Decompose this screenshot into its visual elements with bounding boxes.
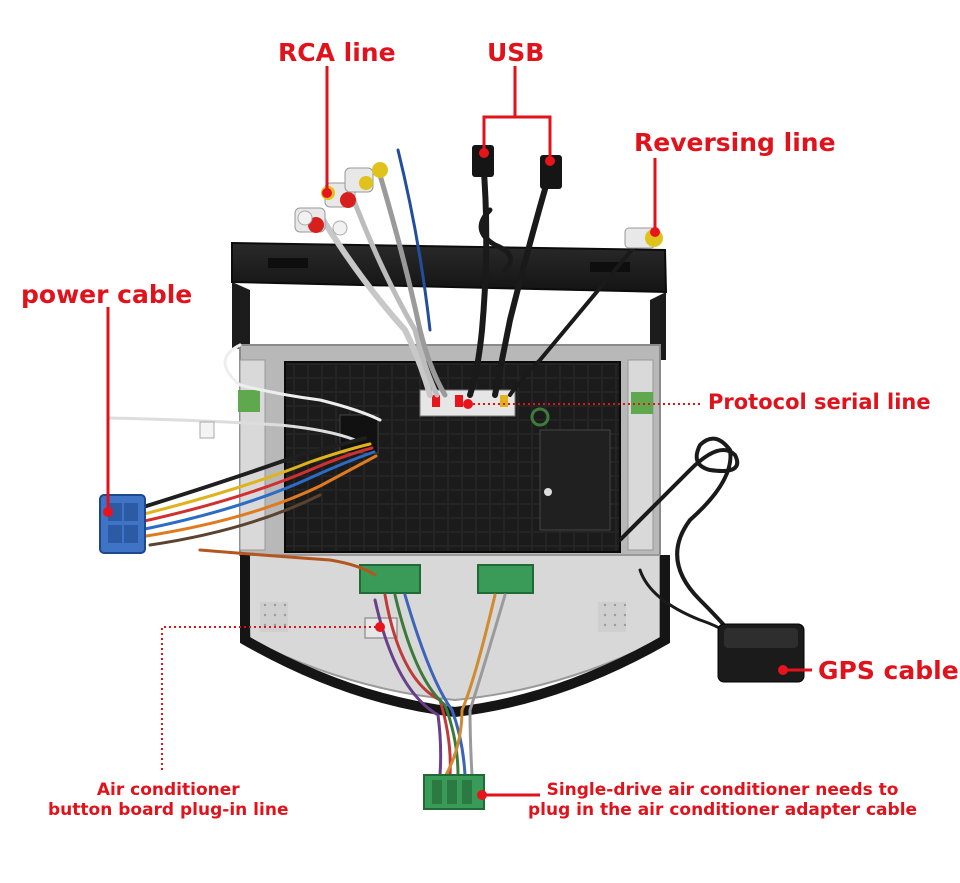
rca-line-label: RCA line [278, 38, 396, 67]
usb-label: USB [487, 38, 545, 67]
power-cable-label: power cable [21, 280, 193, 309]
callout-lines [103, 66, 812, 800]
gps-cable-label: GPS cable [818, 656, 959, 685]
air-conditioner-label-line1: Air conditioner [96, 780, 240, 800]
gps-antenna [717, 623, 805, 683]
cables [108, 148, 742, 777]
single-drive-label-line2: plug in the air conditioner adapter cabl… [528, 800, 918, 820]
reversing-line-label: Reversing line [634, 128, 836, 157]
single-drive-label: Single-drive air conditioner needs to pl… [528, 780, 917, 820]
rca-plugs [294, 162, 388, 236]
air-conditioner-label: Air conditioner button board plug-in lin… [48, 780, 288, 820]
adapter-connector [423, 774, 485, 810]
head-unit [231, 241, 670, 718]
protocol-serial-line-label: Protocol serial line [708, 390, 931, 414]
air-conditioner-label-line2: button board plug-in line [48, 800, 289, 820]
single-drive-label-line1: Single-drive air conditioner needs to [546, 780, 899, 800]
